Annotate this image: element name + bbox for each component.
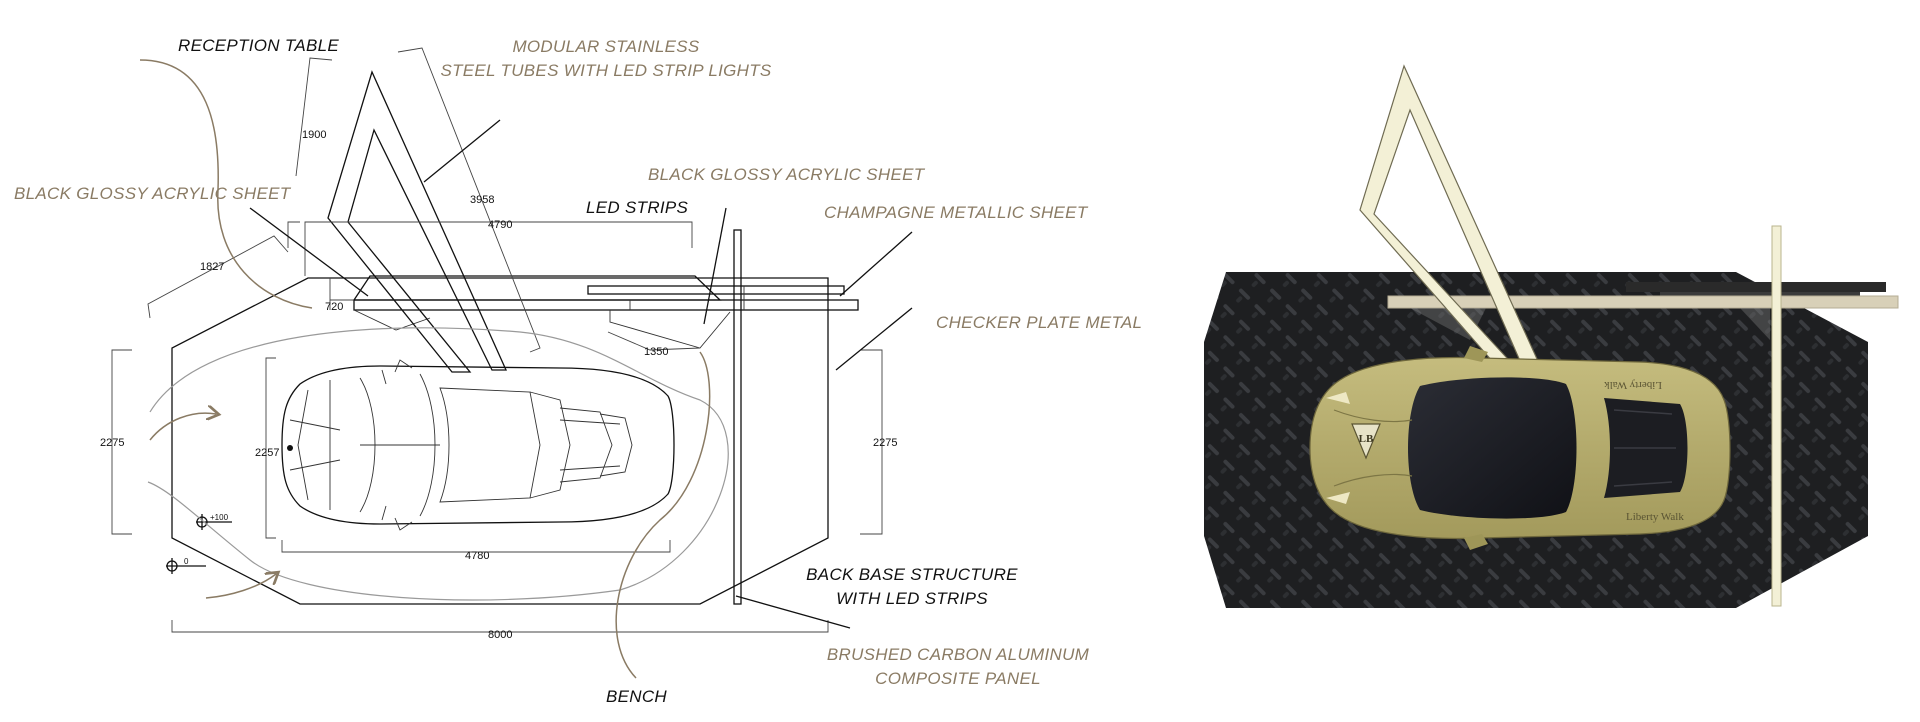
flow-arrow-entry-bottom (205, 574, 276, 599)
svg-text:+100: +100 (210, 513, 229, 522)
label-brushed-panel-line1: BRUSHED CARBON ALUMINUM (827, 645, 1090, 664)
label-black-acrylic-left: BLACK GLOSSY ACRYLIC SHEET (14, 184, 292, 203)
booth-floor-outline (171, 277, 829, 605)
label-brushed-panel-line2: COMPOSITE PANEL (875, 669, 1041, 688)
dim-1350: 1350 (644, 346, 668, 358)
label-modular-tubes-line1: MODULAR STAINLESS (512, 37, 699, 56)
label-champagne-sheet: CHAMPAGNE METALLIC SHEET (824, 203, 1089, 222)
dimension-lines (111, 47, 883, 633)
label-bench: BENCH (606, 687, 667, 706)
dim-4790: 4790 (488, 219, 512, 231)
dim-1827: 1827 (200, 261, 224, 273)
label-black-acrylic-right: BLACK GLOSSY ACRYLIC SHEET (648, 165, 926, 184)
plan-drawing: 1900 3958 4790 1827 720 1350 2275 2275 2… (14, 36, 1142, 706)
dim-2275-left: 2275 (100, 437, 124, 449)
label-modular-tubes-line2: STEEL TUBES WITH LED STRIP LIGHTS (440, 61, 771, 80)
flow-line-bench (615, 351, 711, 679)
label-back-base-line2: WITH LED STRIPS (836, 589, 988, 608)
dim-2275-right: 2275 (873, 437, 897, 449)
car-line-drawing (281, 359, 675, 531)
car-render: LB Liberty Walk Liberty Walk (1309, 346, 1731, 550)
label-reception-table: RECEPTION TABLE (178, 36, 339, 55)
champagne-sheet-strip (587, 285, 845, 295)
black-acrylic-sheet-strip (353, 299, 859, 311)
liberty-walk-logo: LB (1351, 423, 1381, 460)
car-brand-text: Liberty Walk (1626, 511, 1684, 523)
dim-3958: 3958 (470, 194, 494, 206)
label-led-strips: LED STRIPS (586, 198, 689, 217)
flow-line-reception (139, 59, 313, 309)
dim-4780: 4780 (465, 550, 489, 562)
rendered-top-view: LB Liberty Walk Liberty Walk (1204, 64, 1899, 608)
dim-8000: 8000 (488, 629, 512, 641)
black-acrylic-render (1626, 282, 1886, 292)
back-base-structure (733, 229, 742, 605)
svg-text:LB: LB (1359, 433, 1374, 445)
dim-720: 720 (325, 301, 343, 313)
dim-1900: 1900 (302, 129, 326, 141)
back-base-render (1771, 225, 1782, 607)
reception-counter-top (352, 275, 722, 301)
car-brand-text-mirrored: Liberty Walk (1604, 379, 1662, 391)
level-marker-plus-100: +100 (196, 513, 232, 530)
champagne-sheet-render (1387, 295, 1899, 309)
flow-arrow-entry-top (149, 413, 216, 441)
level-marker-zero: 0 (166, 557, 206, 574)
label-back-base-line1: BACK BASE STRUCTURE (806, 565, 1018, 584)
dim-2257: 2257 (255, 447, 279, 459)
flow-line-outer (147, 327, 729, 601)
label-checker-plate: CHECKER PLATE METAL (936, 313, 1142, 332)
svg-text:0: 0 (184, 557, 189, 566)
